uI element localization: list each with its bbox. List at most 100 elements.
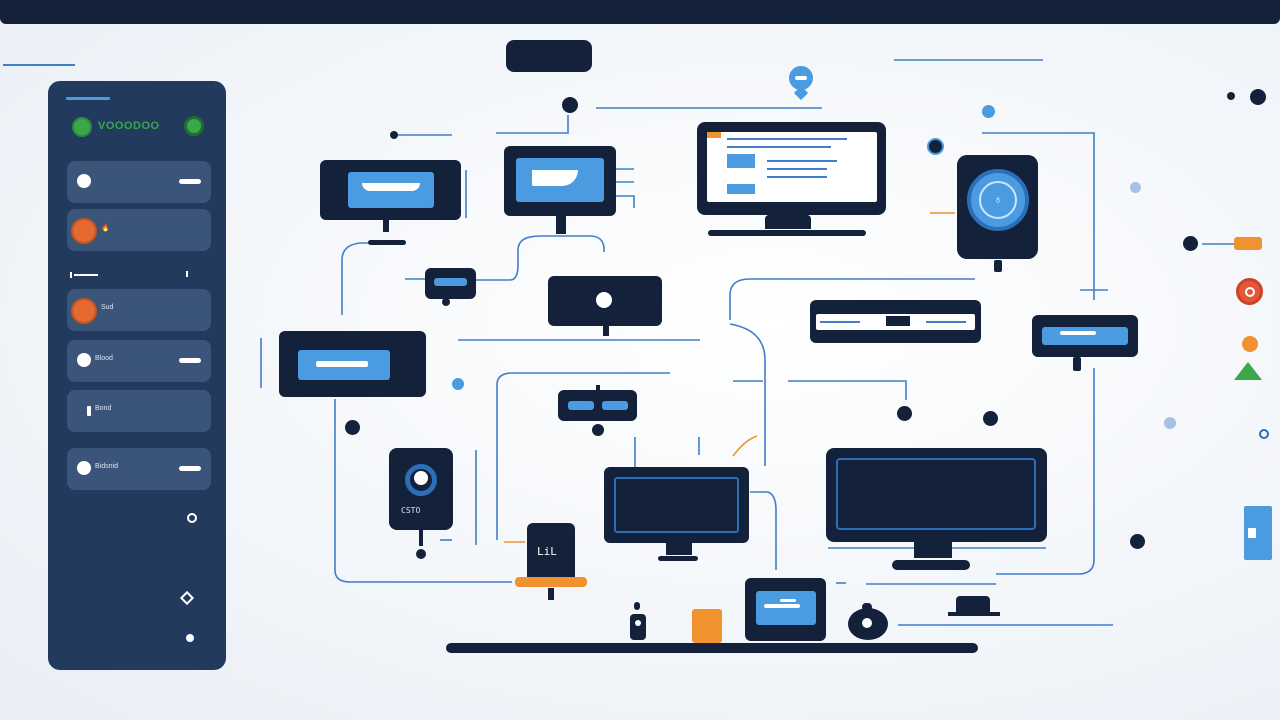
node-dot[interactable] bbox=[982, 105, 995, 118]
orange-device[interactable] bbox=[692, 609, 722, 643]
speaker-device[interactable] bbox=[630, 614, 646, 640]
side-tab-notch bbox=[1248, 528, 1256, 538]
monitor-screen bbox=[614, 477, 739, 533]
node-dot[interactable] bbox=[1242, 336, 1258, 352]
side-tab[interactable] bbox=[1244, 506, 1272, 560]
tablet-device[interactable]: LiL bbox=[527, 523, 575, 583]
screen-bar bbox=[1060, 331, 1096, 335]
alert-icon[interactable] bbox=[1236, 278, 1263, 305]
monitor-device[interactable] bbox=[320, 160, 461, 220]
switch-line bbox=[820, 321, 860, 323]
large-tv-device[interactable] bbox=[826, 448, 1047, 542]
sidebar-item-2[interactable]: 🔥 bbox=[67, 209, 211, 251]
router-screen bbox=[434, 278, 467, 286]
node-dot[interactable] bbox=[1130, 534, 1145, 549]
toggle-icon[interactable] bbox=[184, 116, 204, 136]
node-dot[interactable] bbox=[897, 406, 912, 421]
speaker-top bbox=[634, 602, 640, 610]
node-dot[interactable] bbox=[416, 549, 426, 559]
node-dot[interactable] bbox=[452, 378, 464, 390]
screen-bar bbox=[316, 361, 368, 367]
info-icon[interactable] bbox=[927, 138, 944, 155]
phone-device[interactable]: CSTO bbox=[389, 448, 453, 530]
display-screen bbox=[1042, 327, 1128, 345]
fitness-icon: ♁ bbox=[979, 181, 1017, 219]
switch-port bbox=[886, 316, 910, 326]
circle-icon bbox=[77, 353, 91, 367]
node-dot[interactable] bbox=[983, 411, 998, 426]
divider-tick-icon bbox=[186, 271, 188, 277]
alert-ring bbox=[1245, 287, 1255, 297]
router-device[interactable] bbox=[956, 596, 990, 614]
monitor-base bbox=[368, 240, 406, 245]
switch-line bbox=[926, 321, 966, 323]
node-dot bbox=[1130, 182, 1141, 193]
dot-icon[interactable] bbox=[186, 634, 194, 642]
network-switch-device[interactable] bbox=[810, 300, 981, 343]
node-dot[interactable] bbox=[442, 298, 450, 306]
tv-screen bbox=[298, 350, 390, 380]
smart-speaker-device[interactable]: ♁ bbox=[957, 155, 1038, 259]
node-dot[interactable] bbox=[345, 420, 360, 435]
sidebar-header-text: VOOODOO bbox=[98, 120, 160, 132]
node-dot[interactable] bbox=[592, 424, 604, 436]
monitor-screen bbox=[516, 158, 604, 202]
decor-line bbox=[3, 64, 75, 66]
webcam-device[interactable] bbox=[848, 608, 888, 640]
camera-stand bbox=[603, 326, 609, 336]
laptop-device[interactable] bbox=[745, 578, 826, 641]
monitor-device[interactable] bbox=[604, 467, 749, 543]
hub-device[interactable] bbox=[558, 390, 637, 421]
sidebar-item-6[interactable]: Bidsnid bbox=[67, 448, 211, 490]
router-base bbox=[948, 612, 1000, 616]
orange-tag[interactable] bbox=[1234, 237, 1262, 250]
speaker-dial: ♁ bbox=[967, 169, 1029, 231]
node-dot[interactable] bbox=[602, 316, 610, 324]
monitor-stand bbox=[765, 215, 811, 229]
display-device[interactable] bbox=[1032, 315, 1138, 357]
sidebar-divider bbox=[74, 274, 98, 276]
screen-bar bbox=[780, 599, 796, 602]
tv-screen bbox=[836, 458, 1036, 530]
sidebar-item-1[interactable] bbox=[67, 161, 211, 203]
screen-block bbox=[727, 154, 755, 168]
status-dot-icon bbox=[72, 117, 92, 137]
node-dot[interactable] bbox=[1227, 92, 1235, 100]
monitor-stand bbox=[666, 543, 692, 555]
node-dot[interactable] bbox=[383, 222, 389, 228]
phone-avatar-icon bbox=[405, 464, 437, 496]
camera-lens-icon bbox=[596, 292, 612, 308]
router-device[interactable] bbox=[425, 268, 476, 299]
speaker-dot bbox=[635, 620, 641, 626]
tv-device[interactable] bbox=[279, 331, 426, 397]
sidebar-item-3[interactable]: Sud bbox=[67, 289, 211, 331]
node-dot[interactable] bbox=[1183, 236, 1198, 251]
device-stand bbox=[994, 260, 1002, 272]
node-dot[interactable] bbox=[562, 97, 578, 113]
sidebar-item-4[interactable]: Blood bbox=[67, 340, 211, 382]
node-dot[interactable] bbox=[390, 131, 398, 139]
circle-icon[interactable] bbox=[187, 513, 197, 523]
sidebar-item-label: Sud bbox=[101, 304, 114, 311]
screen-line bbox=[767, 160, 837, 162]
desktop-monitor[interactable] bbox=[697, 122, 886, 215]
sidebar-item-label: Bidsnid bbox=[95, 463, 118, 470]
divider-tick-icon bbox=[70, 272, 72, 278]
phone-stand bbox=[419, 530, 423, 546]
monitor-device[interactable] bbox=[504, 146, 616, 216]
display-stand bbox=[1073, 357, 1081, 371]
sidebar-item-5[interactable]: Bond bbox=[67, 390, 211, 432]
node-dot[interactable] bbox=[1250, 89, 1266, 105]
phone-label: CSTO bbox=[401, 506, 421, 515]
avatar-head bbox=[414, 471, 428, 485]
tablet-stand bbox=[548, 588, 554, 600]
monitor-base bbox=[658, 556, 698, 561]
tv-base bbox=[892, 560, 970, 570]
sidebar-item-pill bbox=[179, 358, 201, 363]
sidebar-item-pill bbox=[179, 466, 201, 471]
screen-line bbox=[767, 176, 827, 178]
hub-light bbox=[568, 401, 594, 410]
screen-line bbox=[767, 168, 827, 170]
top-pill-button[interactable] bbox=[506, 40, 592, 72]
